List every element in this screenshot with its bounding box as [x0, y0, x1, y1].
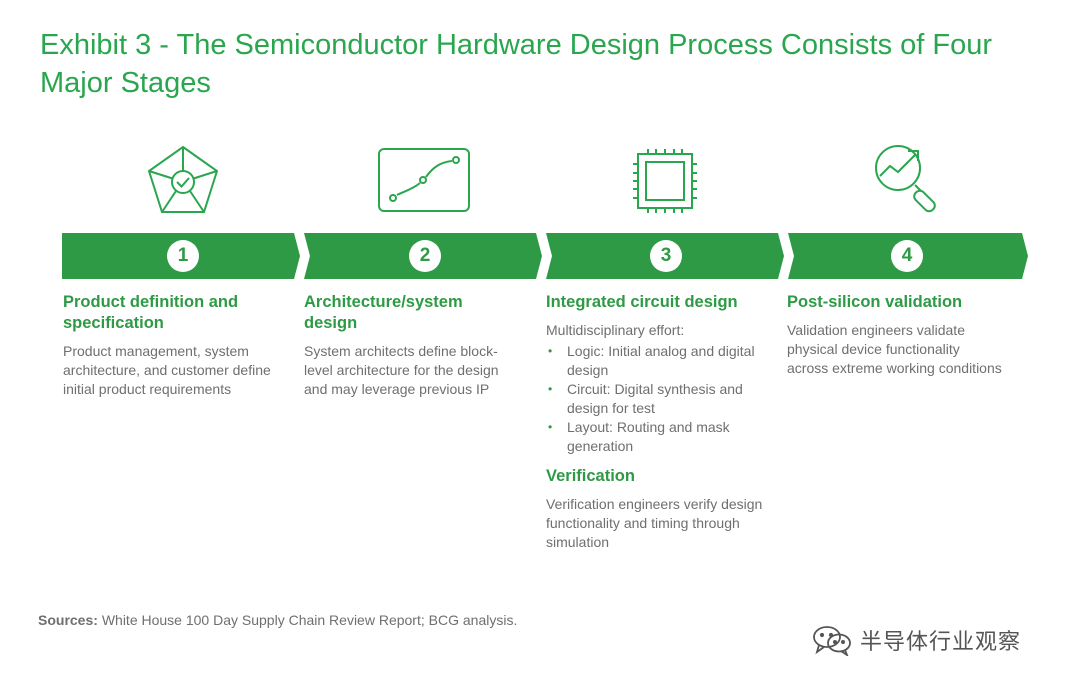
chip-icon [630, 148, 700, 214]
stage-number-3: 3 [650, 240, 682, 272]
architecture-board-icon [377, 147, 471, 213]
list-item: •Circuit: Digital synthesis and design f… [548, 381, 743, 416]
stage-4-heading: Post-silicon validation [787, 293, 963, 311]
sources-note: Sources: White House 100 Day Supply Chai… [38, 612, 517, 628]
stage-3-description: Multidisciplinary effort: [546, 322, 685, 338]
stage-4-description: Validation engineers validate physical d… [787, 322, 1002, 376]
list-item: •Logic: Initial analog and digital desig… [548, 343, 755, 378]
stage-2-description: System architects define block-level arc… [304, 343, 499, 397]
stage-number-4: 4 [891, 240, 923, 272]
watermark: 半导体行业观察 [812, 622, 1021, 658]
stage-3-bullet-list: •Logic: Initial analog and digital desig… [546, 342, 768, 456]
bullet-dot-icon: • [548, 420, 553, 434]
list-item: •Layout: Routing and mask generation [548, 419, 730, 454]
stage-4-column: Post-silicon validation Validation engin… [787, 292, 1002, 378]
stage-3-column: Integrated circuit design Multidisciplin… [546, 292, 768, 552]
stage-2-heading: Architecture/system design [304, 293, 463, 332]
stage-3-subheading: Verification [546, 467, 635, 485]
stage-1-heading: Product definition and specification [63, 293, 239, 332]
stage-1-description: Product management, system architecture,… [63, 343, 271, 397]
sources-label: Sources: [38, 612, 98, 628]
sources-text: White House 100 Day Supply Chain Review … [101, 612, 518, 628]
pentagon-check-icon [146, 144, 220, 216]
page-title: Exhibit 3 - The Semiconductor Hardware D… [40, 29, 993, 99]
bullet-dot-icon: • [548, 382, 553, 396]
stage-number-2: 2 [409, 240, 441, 272]
stage-1-column: Product definition and specification Pro… [63, 292, 278, 399]
watermark-text: 半导体行业观察 [860, 630, 1022, 655]
process-arrows [62, 233, 1028, 279]
stage-2-column: Architecture/system design System archit… [304, 292, 519, 399]
stage-3-sub-description: Verification engineers verify design fun… [546, 496, 763, 550]
bullet-dot-icon: • [548, 344, 553, 358]
stage-3-heading: Integrated circuit design [546, 293, 738, 311]
magnifier-trend-icon [870, 142, 946, 216]
wechat-icon [813, 626, 851, 656]
stage-number-1: 1 [167, 240, 199, 272]
